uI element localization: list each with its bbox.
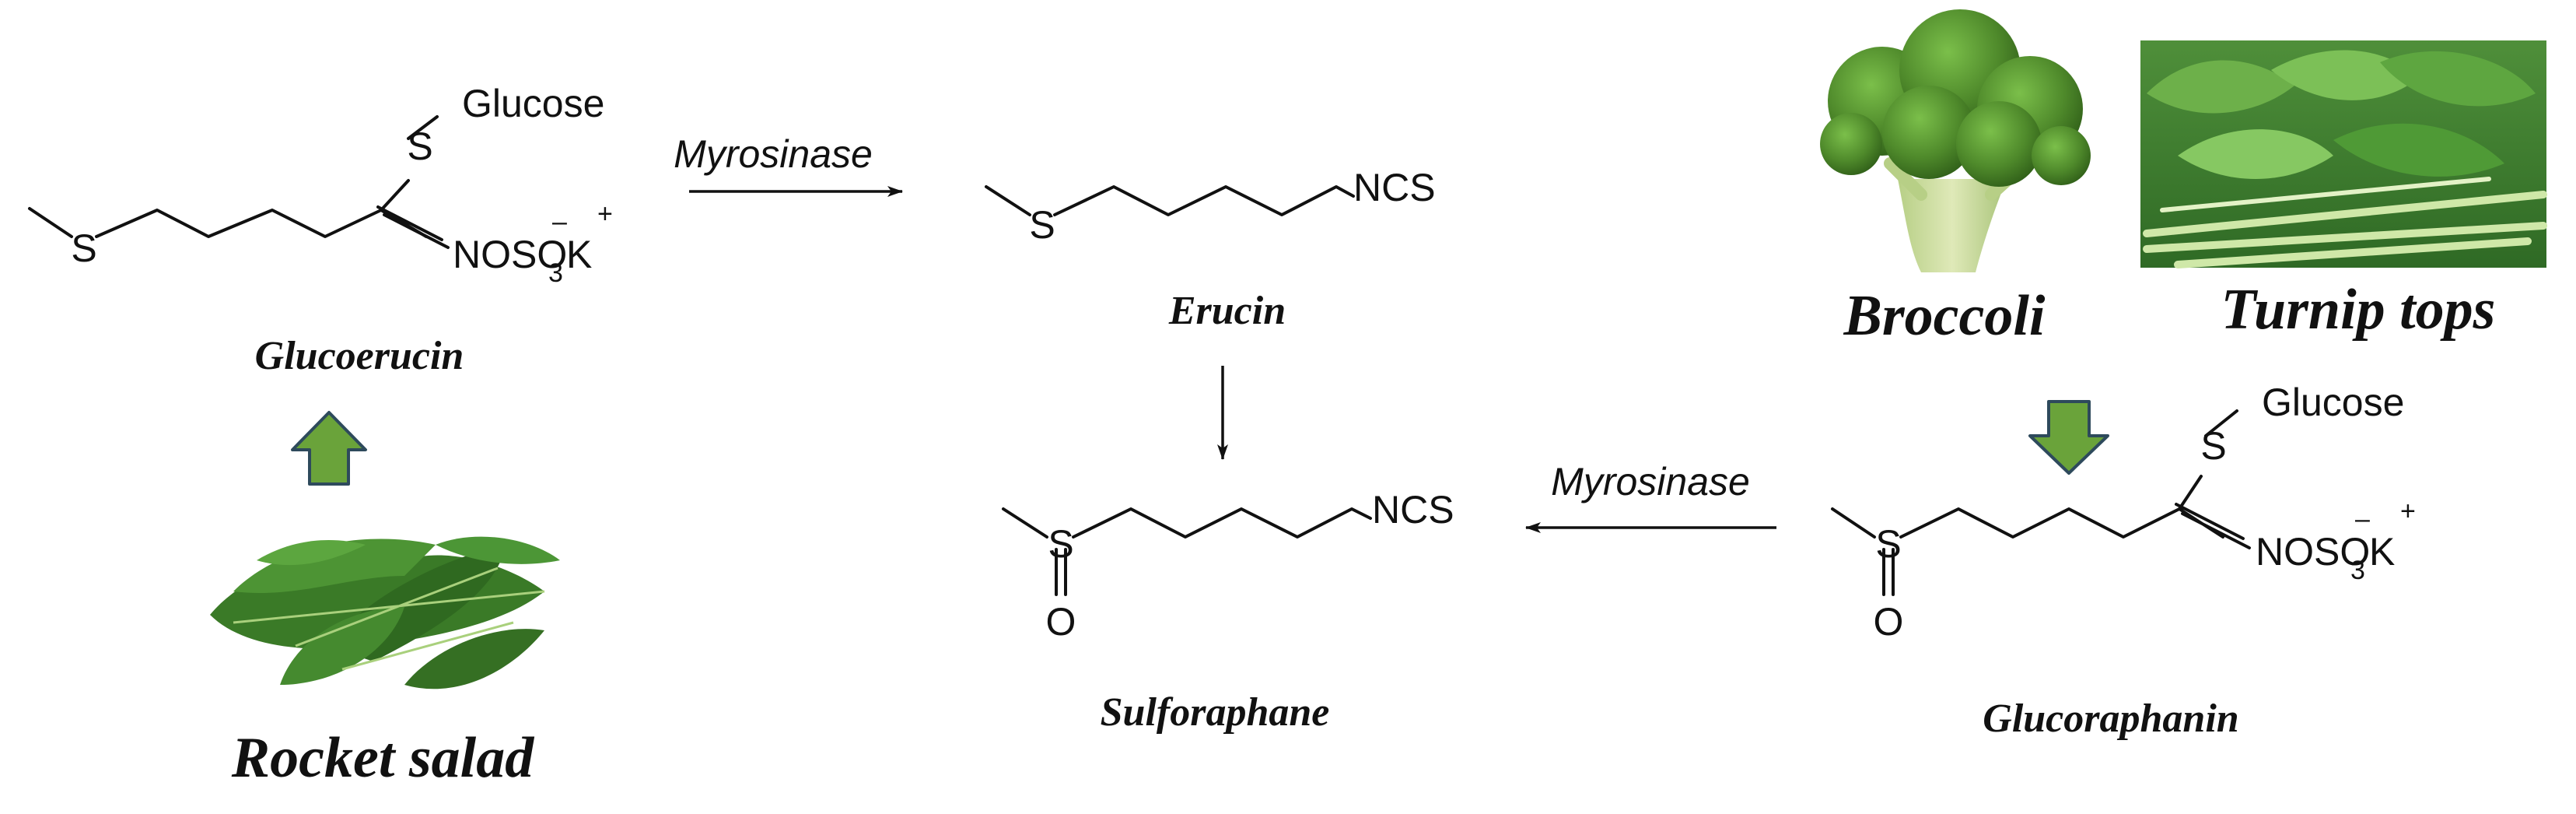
glucoraphanin-structure: S O S Glucose NOSO 3 K – + [1831,381,2416,644]
erucin-structure: S NCS [985,166,1436,247]
subscript-3-glucoraphanin: 3 [2350,556,2365,585]
enzyme-label-bottom: Myrosinase [1551,460,1750,503]
glucose-label-glucoraphanin: Glucose [2262,381,2404,424]
green-down-arrow [2028,400,2109,475]
atom-s-thioglucoside: S [407,125,432,168]
plus-charge: + [597,199,613,229]
atom-s-thioether: S [71,226,96,270]
sulforaphane-structure: S O NCS [1002,488,1454,644]
noso-label: NOSO [453,233,567,276]
glucose-label: Glucose [462,82,604,125]
enzyme-label-top: Myrosinase [674,132,873,176]
source-label-turnip-tops: Turnip tops [2221,278,2496,342]
atom-s-erucin: S [1029,203,1055,247]
potassium-label-glucoraphanin: K [2369,530,2395,574]
atom-s-sulfoxide-glucoraphanin: S [1875,522,1901,566]
sulforaphane-bonds [1002,507,1372,596]
glucoerucin-structure: S S Glucose NOSO 3 K – + [28,82,613,288]
turnip-tops-image [2140,40,2547,268]
compound-name-sulforaphane: Sulforaphane [1101,690,1330,735]
ncs-label-sulforaphane: NCS [1372,488,1454,532]
green-up-arrow [291,411,367,486]
glucoraphanin-bonds [1831,409,2251,596]
minus-charge-glucoraphanin: – [2355,504,2370,534]
atom-s-thioglucoside-glucoraphanin: S [2200,424,2226,468]
minus-charge: – [552,207,567,237]
subscript-3: 3 [548,258,563,288]
potassium-label: K [566,233,592,276]
compound-name-glucoraphanin: Glucoraphanin [1983,696,2238,741]
compound-name-glucoerucin: Glucoerucin [255,334,464,378]
atom-o-sulfoxide-glucoraphanin: O [1874,600,1904,644]
compound-name-erucin: Erucin [1168,289,1286,333]
source-label-broccoli: Broccoli [1843,284,2046,348]
atom-o-sulfoxide: O [1046,600,1076,644]
source-label-rocket-salad: Rocket salad [231,726,534,790]
glucoerucin-bonds [28,115,450,249]
erucin-bonds [985,185,1355,216]
noso-label-glucoraphanin: NOSO [2256,530,2370,574]
plus-charge-glucoraphanin: + [2400,496,2416,526]
rocket-salad-image [210,536,560,689]
ncs-label-erucin: NCS [1353,166,1436,209]
atom-s-sulfoxide: S [1048,522,1073,566]
broccoli-image [1820,9,2091,272]
